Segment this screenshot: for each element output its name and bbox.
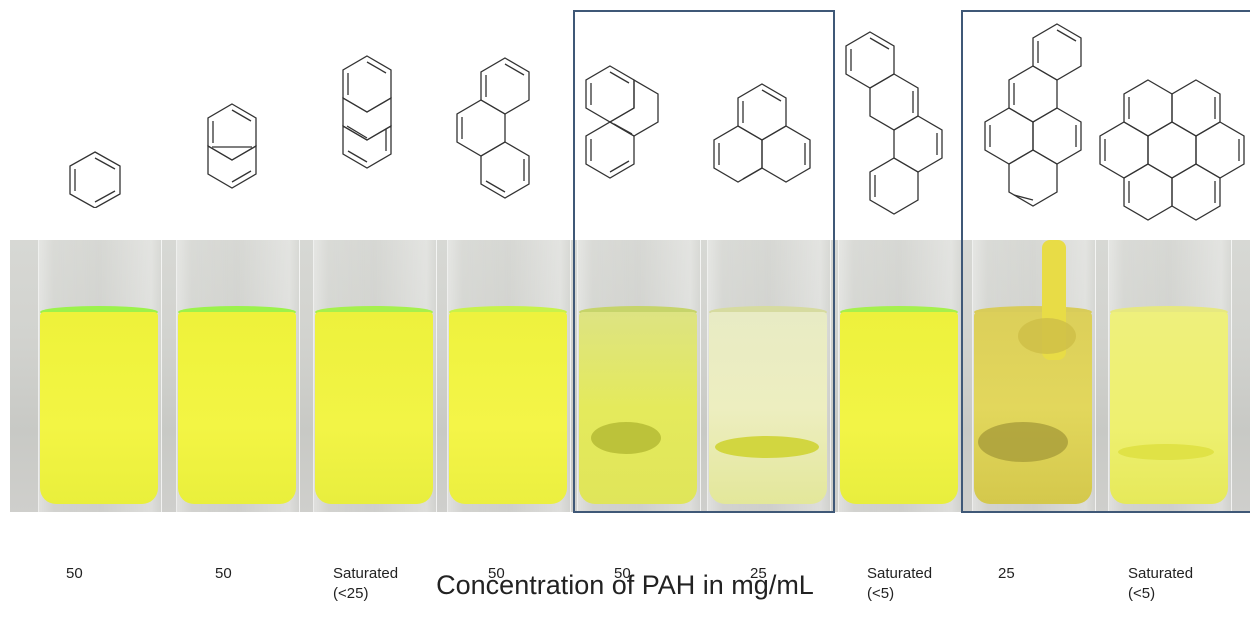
phenanthrene-structure <box>445 54 555 214</box>
vial-anthracene <box>313 240 437 512</box>
vial-phenanthrene <box>447 240 571 512</box>
coronene-structure <box>1094 62 1250 238</box>
vial-pyrene <box>577 240 701 512</box>
concentration-label-phenanthrene: 50 <box>488 565 505 582</box>
concentration-label-triphenylene: 25 <box>750 565 767 582</box>
naphthalene-structure <box>200 100 264 210</box>
highlight-box-benzo-a-pyrene-coronene <box>961 10 1250 513</box>
concentration-label-anthracene: Saturated(<25) <box>333 565 399 602</box>
concentration-label-coronene: Saturated(<5) <box>1128 565 1194 602</box>
anthracene-structure <box>333 52 401 212</box>
vial-chrysene <box>838 240 962 512</box>
vial-naphthalene <box>176 240 300 512</box>
vial-triphenylene <box>707 240 831 512</box>
chrysene-structure <box>842 26 952 216</box>
vial-benzo-a-pyrene <box>972 240 1096 512</box>
pah-solubility-figure: 50 50 Saturated(<25) 50 50 25 Saturated(… <box>10 10 1250 602</box>
pyrene-structure <box>578 60 688 200</box>
concentration-label-chrysene: Saturated(<5) <box>867 565 933 602</box>
highlight-box-pyrene-triphenylene <box>573 10 835 513</box>
concentration-label-benzo-a-pyrene: 25 <box>998 565 1015 582</box>
concentration-label-naphthalene: 50 <box>215 565 232 582</box>
concentration-label-benzene: 50 <box>66 565 83 582</box>
benzo-a-pyrene-structure <box>975 18 1095 218</box>
vial-benzene <box>38 240 162 512</box>
vial-coronene <box>1108 240 1232 512</box>
concentration-label-pyrene: 50 <box>614 565 631 582</box>
triphenylene-structure <box>690 80 835 205</box>
benzene-structure <box>60 148 130 208</box>
x-axis-title: Concentration of PAH in mg/mL <box>436 570 814 600</box>
